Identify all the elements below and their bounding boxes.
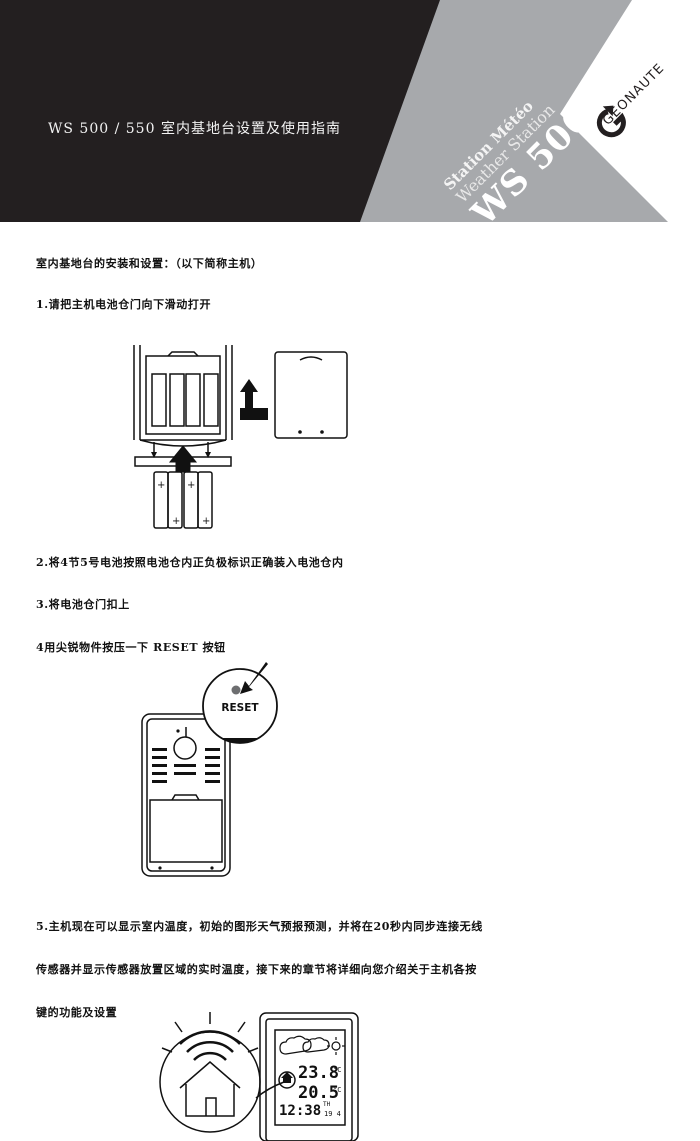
step-3: 3.将电池仓门扣上 (36, 598, 130, 611)
lcd-indoor-temperature: 23.8 (298, 1063, 339, 1083)
lcd-outdoor-temperature: 20.5 (298, 1083, 339, 1103)
step-5-line-1: 5.主机现在可以显示室内温度，初始的图形天气预报预测，并将在20秒内同步连接无线 (36, 920, 483, 933)
lcd-indicator: TH (323, 1101, 331, 1108)
step-5-line-3: 键的功能及设置 (36, 1006, 118, 1019)
step-2: 2.将4节5号电池按照电池仓内正负极标识正确装入电池仓内 (36, 556, 344, 569)
step-4: 4用尖锐物件按压一下 RESET 按钮 (36, 641, 226, 654)
battery-plus-sign: + (172, 516, 180, 527)
battery-plus-sign: + (187, 480, 195, 491)
header-diagonal-bands (360, 0, 700, 222)
section-heading: 室内基地台的安装和设置：（以下简称主机） (36, 257, 263, 270)
lcd-date: 19 4 (324, 1110, 341, 1118)
battery-plus-sign: + (202, 516, 210, 527)
step-5-line-2: 传感器并显示传感器放置区域的实时温度，接下来的章节将详细向您介绍关于主机各按 (36, 963, 477, 976)
geonaute-logo-icon (596, 105, 626, 138)
lcd-unit: °C (333, 1086, 341, 1094)
reset-label: RESET (221, 702, 259, 714)
lcd-time: 12:38 (279, 1103, 321, 1119)
lcd-unit: °C (333, 1066, 341, 1074)
step-1: 1.请把主机电池仓门向下滑动打开 (36, 298, 212, 311)
onoff-label: ON/OFF (231, 732, 257, 739)
page-title: WS 500 / 550 室内基地台设置及使用指南 (48, 121, 341, 137)
header-banner: WS 500 / 550 室内基地台设置及使用指南 Station Météo … (0, 0, 700, 222)
battery-plus-sign: + (157, 480, 165, 491)
house-icon (283, 1077, 291, 1083)
